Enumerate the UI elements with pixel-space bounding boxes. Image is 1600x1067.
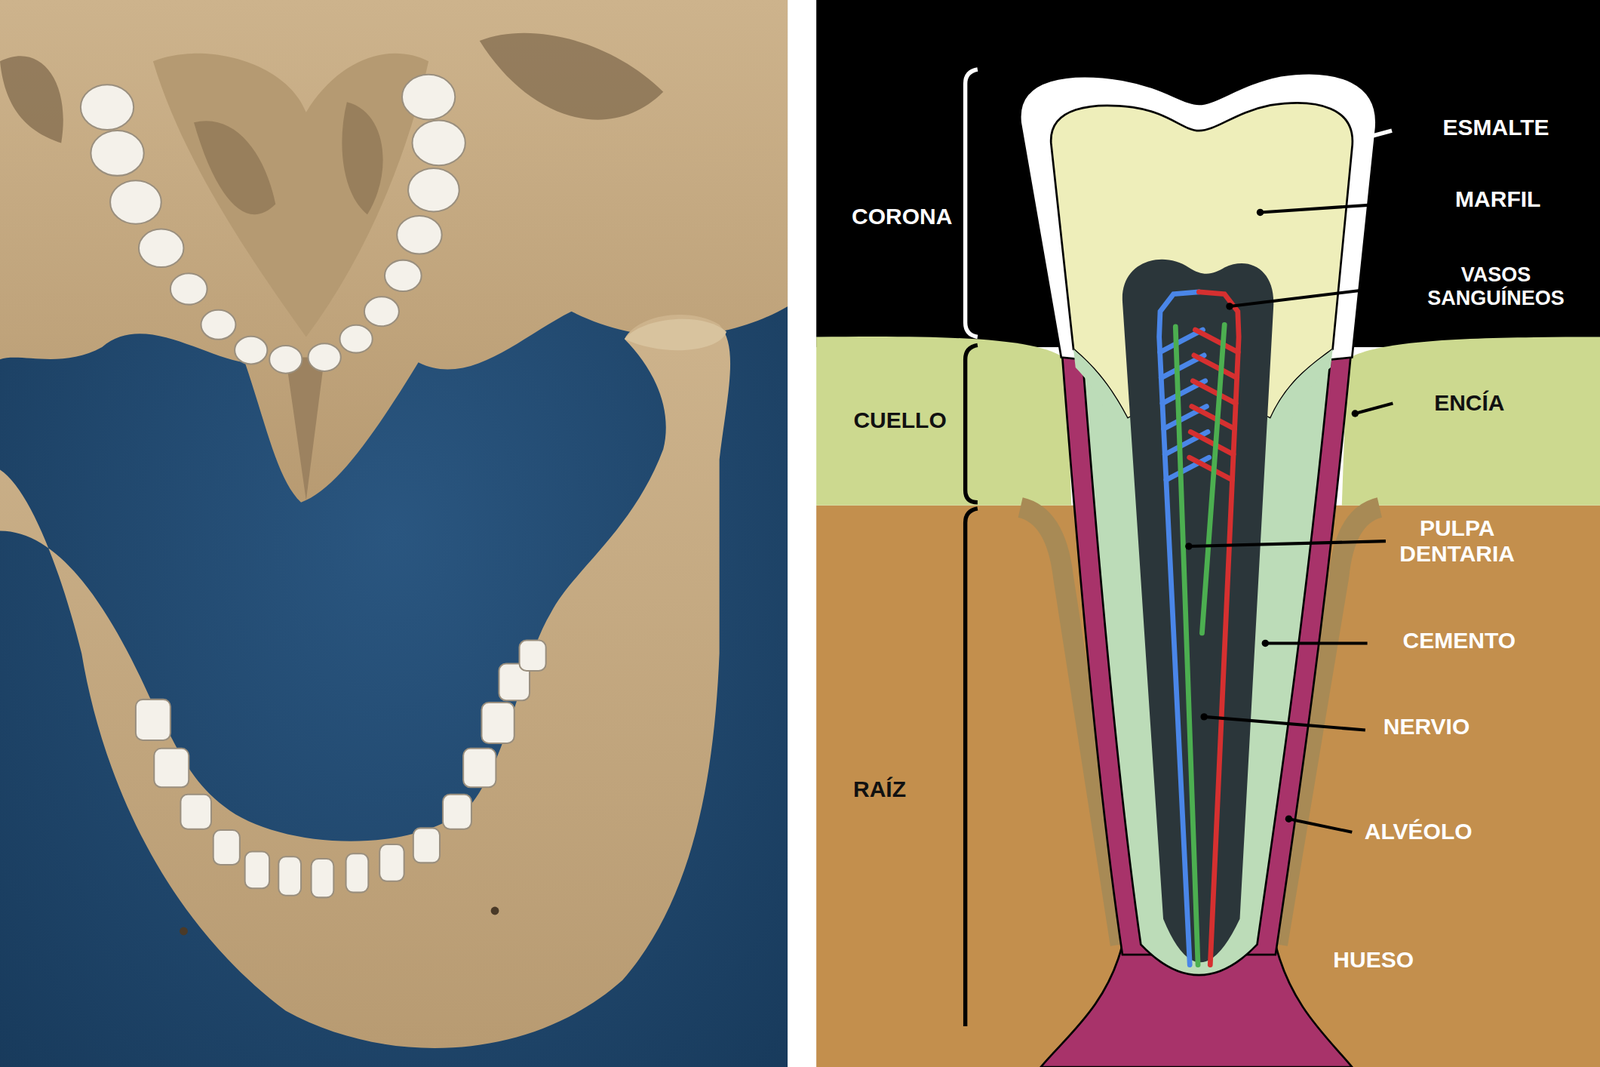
upper-tooth (269, 345, 302, 374)
upper-tooth (364, 296, 400, 326)
pulp-chamber (1122, 259, 1274, 963)
part-label: VASOS SANGUÍNEOS (1427, 263, 1565, 311)
mandible (0, 314, 731, 1048)
vessel-line (1175, 326, 1198, 965)
photo-background (0, 0, 788, 1067)
vomer (285, 357, 325, 501)
leader-dot (1351, 409, 1359, 417)
lower-tooth (379, 844, 404, 882)
lower-tooth (311, 858, 335, 897)
upper-tooth (80, 84, 134, 130)
part-label: NERVIO (1383, 713, 1470, 741)
vessel-line (1190, 431, 1234, 455)
vessel-line (1159, 291, 1200, 965)
lower-tooth (153, 748, 189, 787)
lower-tooth (213, 829, 240, 865)
leader-lines (1185, 130, 1393, 833)
upper-teeth (80, 74, 466, 374)
part-label: CORONA (851, 203, 953, 231)
leader-line (1288, 818, 1352, 833)
skull-photo (0, 0, 788, 1067)
leader-dot (1285, 814, 1293, 822)
tooth-diagram (816, 0, 1600, 1067)
leader-line (1229, 288, 1373, 307)
vessel-line (1201, 324, 1225, 633)
gum (1342, 337, 1600, 506)
part-label: HUESO (1332, 945, 1414, 973)
lower-tooth (278, 856, 301, 895)
leader-dot (1200, 712, 1207, 720)
skull-recess (0, 33, 664, 144)
vessel-line (1191, 406, 1235, 430)
lower-tooth (519, 639, 547, 671)
part-label: CEMENTO (1403, 627, 1516, 655)
upper-tooth (384, 260, 422, 292)
lower-tooth (245, 850, 270, 888)
part-label: MARFIL (1455, 186, 1541, 213)
upper-tooth (308, 343, 341, 372)
lower-tooth (463, 748, 496, 787)
part-label: ENCÍA (1434, 390, 1505, 417)
leader-line (1365, 130, 1392, 138)
part-label: ESMALTE (1442, 114, 1549, 142)
panel-gap (787, 0, 817, 1067)
vessel-line (1194, 355, 1238, 378)
crown-bracket (965, 69, 978, 338)
blood-vessels (1159, 291, 1240, 965)
lower-tooth (180, 794, 212, 830)
lower-tooth (135, 699, 171, 741)
leader-line (1203, 716, 1366, 731)
gum (816, 336, 1072, 506)
mental-foramen (179, 927, 188, 936)
upper-tooth (170, 273, 208, 305)
lower-tooth (442, 794, 472, 830)
upper-tooth (402, 74, 455, 120)
mental-foramen (491, 906, 500, 916)
leader-dot (1185, 542, 1192, 550)
lower-tooth (413, 827, 440, 863)
vessel-line (1192, 380, 1236, 404)
vessel-line (1198, 291, 1239, 965)
upper-tooth (411, 120, 465, 166)
upper-tooth (408, 168, 460, 212)
upper-tooth (138, 229, 185, 268)
vessel-line (1189, 457, 1233, 480)
mandible-condyle (624, 319, 727, 351)
leader-line (1188, 540, 1386, 547)
part-label: RAÍZ (853, 775, 906, 802)
upper-tooth (339, 325, 372, 354)
palate (153, 53, 429, 338)
leader-dot (1225, 302, 1233, 310)
leader-line (1354, 402, 1393, 414)
upper-tooth (234, 336, 268, 365)
leader-line (1260, 204, 1383, 213)
leader-dot (1262, 639, 1269, 647)
lower-tooth (481, 702, 514, 744)
part-label: PULPA DENTARIA (1399, 514, 1515, 567)
lower-teeth (135, 639, 547, 897)
vessel-line (1166, 457, 1210, 480)
upper-tooth (200, 310, 236, 340)
vessel-line (1194, 329, 1238, 353)
neck-bracket (965, 344, 978, 502)
upper-tooth (110, 180, 162, 225)
root-bracket (965, 508, 978, 1026)
lower-tooth (346, 853, 369, 892)
upper-tooth (396, 215, 443, 255)
leader-dot (1256, 208, 1264, 216)
leader-line (1265, 641, 1367, 645)
palate-shadow (193, 101, 384, 215)
upper-tooth (90, 130, 144, 176)
part-label: CUELLO (853, 407, 946, 434)
part-label: ALVÉOLO (1364, 818, 1473, 845)
